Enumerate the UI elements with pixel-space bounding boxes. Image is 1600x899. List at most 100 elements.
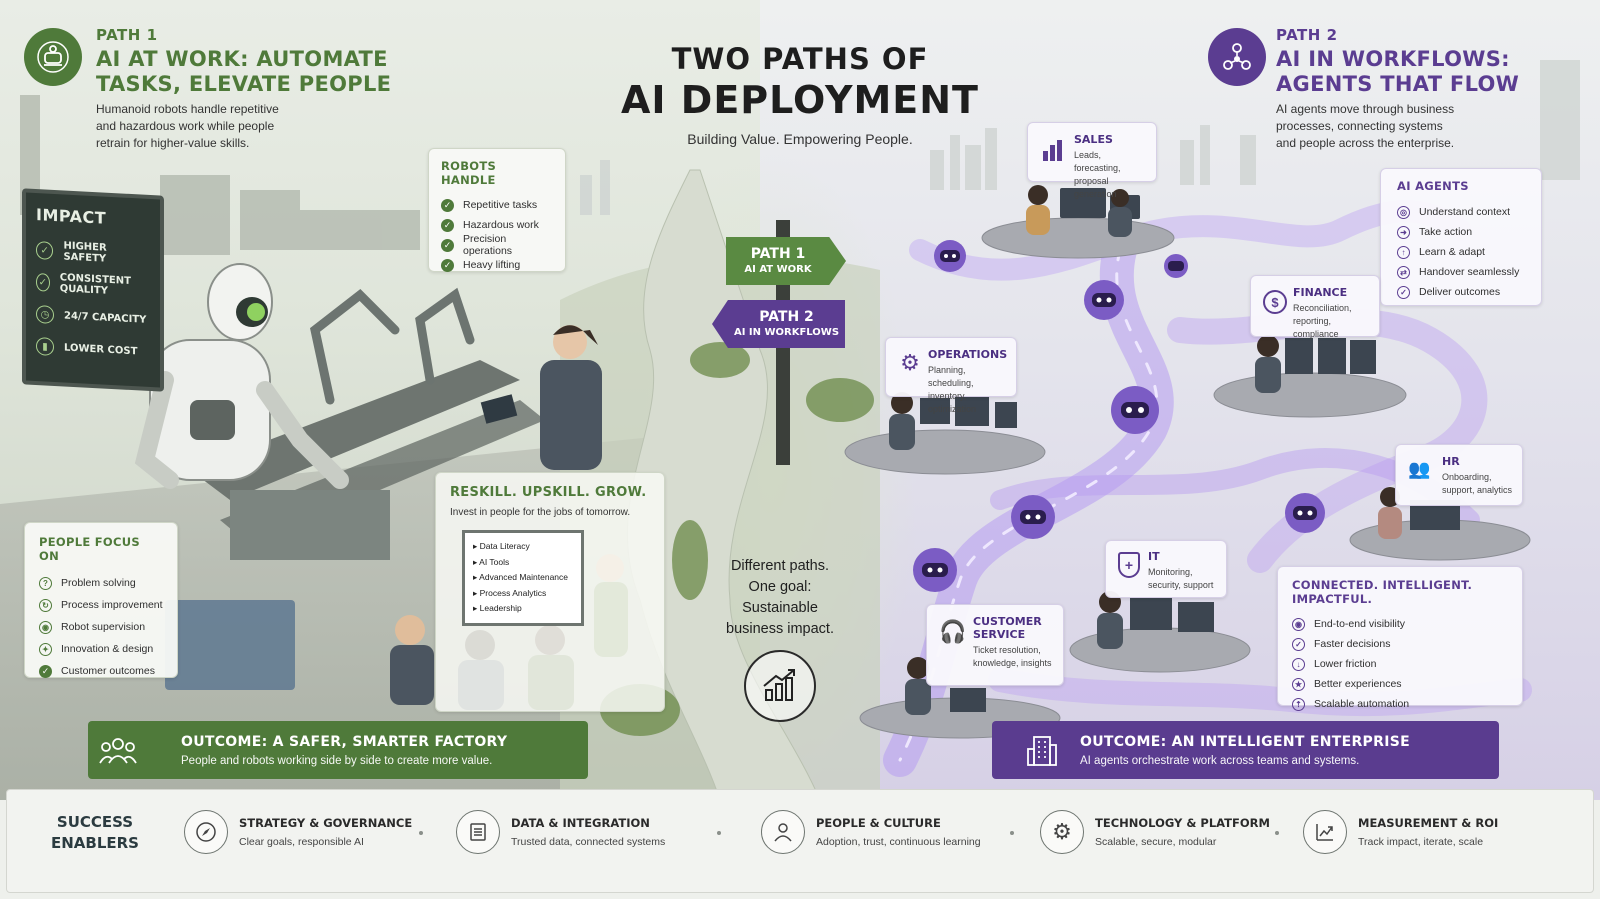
list-item: ↑Learn & adapt xyxy=(1397,242,1525,262)
impact-item-label: CONSISTENT QUALITY xyxy=(59,272,131,297)
path2-sign: PATH 2 AI IN WORKFLOWS xyxy=(712,300,845,348)
hr-sub-line: Onboarding, xyxy=(1442,472,1492,482)
sales-title: SALES xyxy=(1074,133,1113,146)
ai-agents-title: AI AGENTS xyxy=(1397,179,1469,193)
path1-desc-line: retrain for higher-value skills. xyxy=(96,136,250,150)
bar-chart-icon: ▮ xyxy=(36,337,54,356)
enabler-subtitle: Scalable, secure, modular xyxy=(1095,836,1217,848)
hr-subtitle: Onboarding,support, analytics xyxy=(1442,471,1514,497)
list-item: ⇄Handover seamlessly xyxy=(1397,262,1525,282)
check-circle-icon: ✓ xyxy=(36,273,50,292)
path1-description: Humanoid robots handle repetitive and ha… xyxy=(96,101,279,152)
enabler-subtitle: Track impact, iterate, scale xyxy=(1358,836,1484,848)
check-icon: ✓ xyxy=(441,258,454,272)
eye-icon: ◉ xyxy=(1292,617,1305,631)
finance-card: $ FINANCE Reconciliation,reporting, comp… xyxy=(1250,275,1380,339)
connected-title: CONNECTED. INTELLIGENT. IMPACTFUL. xyxy=(1292,578,1473,606)
enabler-subtitle: Clear goals, responsible AI xyxy=(239,836,364,848)
list-item-label: Robot supervision xyxy=(61,621,146,633)
workers xyxy=(889,185,1402,715)
list-item: ✓Customer outcomes xyxy=(39,660,163,682)
connected-card: CONNECTED. INTELLIGENT. IMPACTFUL. ◉End-… xyxy=(1277,566,1523,711)
experience-icon: ★ xyxy=(1292,677,1305,691)
it-card: + IT Monitoring,security, support xyxy=(1105,540,1227,598)
whiteboard-item-label: Data Literacy xyxy=(479,541,530,551)
context-icon: ◎ xyxy=(1397,205,1410,219)
reskill-subtitle: Invest in people for the jobs of tomorro… xyxy=(450,507,631,518)
hr-title: HR xyxy=(1442,455,1460,468)
enabler-subtitle: Trusted data, connected systems xyxy=(511,836,666,848)
page-title-line1: TWO PATHS OF xyxy=(671,42,929,76)
divider-dot xyxy=(717,831,721,835)
database-icon xyxy=(456,810,500,854)
list-item: ◉End-to-end visibility xyxy=(1292,614,1508,634)
list-item-label: Faster decisions xyxy=(1314,638,1391,650)
list-item-label: Repetitive tasks xyxy=(463,199,538,211)
list-item-label: Hazardous work xyxy=(463,219,539,231)
impact-item: ▮LOWER COST xyxy=(36,330,150,368)
puzzle-icon: ? xyxy=(39,576,52,590)
list-item: ✦Innovation & design xyxy=(39,638,163,660)
customer-service-sub-line: knowledge, insights xyxy=(973,658,1052,668)
growth-chart-icon xyxy=(1303,810,1347,854)
customer-service-card: 🎧 CUSTOMER SERVICE Ticket resolution,kno… xyxy=(926,604,1064,686)
list-item: ⇡Scalable automation xyxy=(1292,694,1508,714)
path1-title-line2: TASKS, ELEVATE PEOPLE xyxy=(96,72,392,96)
list-item: ✓Hazardous work xyxy=(441,215,553,235)
it-title: IT xyxy=(1148,550,1160,563)
whiteboard-item: ▸ Leadership xyxy=(473,603,522,613)
sales-subtitle: Leads, forecasting,proposal generation xyxy=(1074,149,1146,201)
reskill-card: RESKILL. UPSKILL. GROW. Invest in people… xyxy=(435,472,665,712)
it-sub-line: Monitoring, xyxy=(1148,567,1193,577)
enabler-subtitle: Adoption, trust, continuous learning xyxy=(816,836,981,848)
whiteboard-item: ▸ Data Literacy xyxy=(473,541,530,551)
path1-desc-line: Humanoid robots handle repetitive xyxy=(96,102,279,116)
list-item: ↓Lower friction xyxy=(1292,654,1508,674)
check-icon: ✓ xyxy=(441,198,454,212)
scale-icon: ⇡ xyxy=(1292,697,1305,711)
person-icon xyxy=(761,810,805,854)
path1-kicker: PATH 1 xyxy=(96,26,158,44)
customer-service-subtitle: Ticket resolution, knowledge, insights xyxy=(973,644,1057,670)
whiteboard-item: ▸ AI Tools xyxy=(473,556,510,567)
customer-service-sub-line: Ticket resolution, xyxy=(973,645,1041,655)
building-icon xyxy=(1012,721,1072,779)
network-icon xyxy=(1223,43,1251,70)
outcome-factory-title: OUTCOME: A SAFER, SMARTER FACTORY xyxy=(181,733,508,750)
lightbulb-icon: ✦ xyxy=(39,642,52,656)
outcome-factory-subtitle: People and robots working side by side t… xyxy=(181,754,493,767)
list-item-label: Understand context xyxy=(1419,206,1511,218)
sales-sub-line: proposal generation xyxy=(1074,176,1117,199)
page-title: TWO PATHS OF AI DEPLOYMENT xyxy=(620,42,980,122)
path2-kicker: PATH 2 xyxy=(1276,26,1338,44)
robots-handle-card: ROBOTS HANDLE ✓Repetitive tasks ✓Hazardo… xyxy=(428,148,566,272)
ai-agents-card: AI AGENTS ◎ Understand context ➜Take acti… xyxy=(1380,168,1542,306)
list-item-label: Handover seamlessly xyxy=(1419,266,1520,278)
enabler-title: DATA & INTEGRATION xyxy=(511,816,650,830)
whiteboard-item-label: Advanced Maintenance xyxy=(479,572,569,582)
tagline: Different paths. One goal: Sustainable b… xyxy=(710,556,850,640)
list-item-label: Customer outcomes xyxy=(61,665,155,677)
people-icon: 👥 xyxy=(1408,459,1431,479)
list-item: ✓Deliver outcomes xyxy=(1397,282,1525,302)
gear-icon: ⚙ xyxy=(1040,810,1084,854)
customer-service-title: CUSTOMER SERVICE xyxy=(973,615,1057,641)
list-item-label: Better experiences xyxy=(1314,678,1402,690)
learn-icon: ↑ xyxy=(1397,245,1410,259)
worker-with-tablet xyxy=(480,325,602,470)
list-item: ➜Take action xyxy=(1397,222,1525,242)
operations-title: OPERATIONS xyxy=(928,348,1008,361)
finance-sub-line: Reconciliation, xyxy=(1293,303,1352,313)
path1-sign: PATH 1 AI AT WORK xyxy=(726,237,846,285)
operations-sub-line: Planning, scheduling, xyxy=(928,365,974,388)
outcome-banner-factory: OUTCOME: A SAFER, SMARTER FACTORY People… xyxy=(88,721,588,779)
outcome-factory-text: OUTCOME: A SAFER, SMARTER FACTORY People… xyxy=(181,734,507,767)
divider-dot xyxy=(419,831,423,835)
page-title-line2: AI DEPLOYMENT xyxy=(621,78,979,122)
path2-title: AI IN WORKFLOWS: AGENTS THAT FLOW xyxy=(1276,47,1519,97)
tagline-line: business impact. xyxy=(726,621,834,637)
team-icon xyxy=(88,721,148,779)
impact-title: IMPACT xyxy=(36,205,107,228)
finance-sub-line: reporting, compliance xyxy=(1293,316,1339,339)
